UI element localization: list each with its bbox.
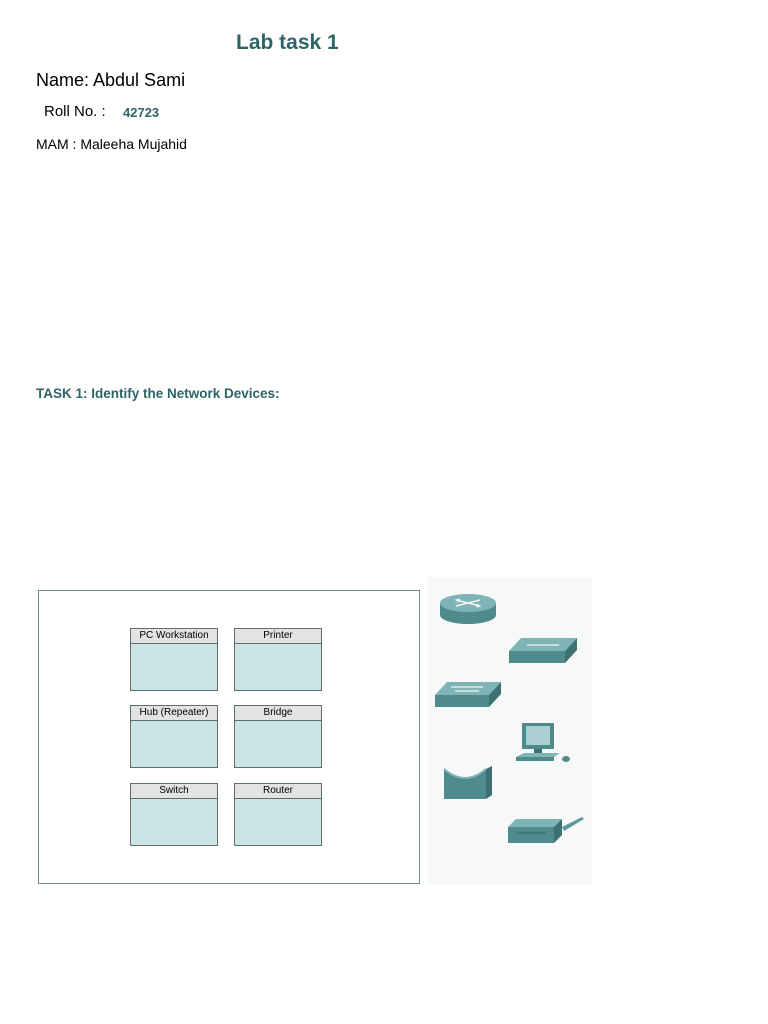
task-heading: TASK 1: Identify the Network Devices: bbox=[36, 386, 280, 401]
switch-icon bbox=[509, 638, 577, 663]
box-label: Bridge bbox=[235, 706, 321, 721]
label-box-bridge: Bridge bbox=[234, 705, 322, 768]
box-label: PC Workstation bbox=[131, 629, 217, 644]
router-icon bbox=[440, 594, 496, 624]
instructor-name: MAM : Maleeha Mujahid bbox=[36, 136, 187, 152]
hub-icon bbox=[435, 682, 501, 707]
device-icons-panel bbox=[428, 577, 592, 885]
box-label: Router bbox=[235, 784, 321, 799]
roll-number-label: Roll No. : bbox=[44, 103, 106, 120]
label-box-router: Router bbox=[234, 783, 322, 846]
pc-workstation-icon bbox=[516, 723, 570, 762]
device-labels-figure: PC Workstation Printer Hub (Repeater) Br… bbox=[38, 590, 420, 884]
roll-number-value: 42723 bbox=[123, 105, 160, 120]
box-label: Hub (Repeater) bbox=[131, 706, 217, 721]
label-box-hub: Hub (Repeater) bbox=[130, 705, 218, 768]
printer-icon bbox=[508, 817, 584, 843]
page-title: Lab task 1 bbox=[236, 31, 339, 54]
student-name: Name: Abdul Sami bbox=[36, 70, 186, 90]
box-label: Printer bbox=[235, 629, 321, 644]
label-box-switch: Switch bbox=[130, 783, 218, 846]
box-label: Switch bbox=[131, 784, 217, 799]
bridge-icon bbox=[443, 766, 492, 799]
label-box-printer: Printer bbox=[234, 628, 322, 691]
label-box-pc-workstation: PC Workstation bbox=[130, 628, 218, 691]
